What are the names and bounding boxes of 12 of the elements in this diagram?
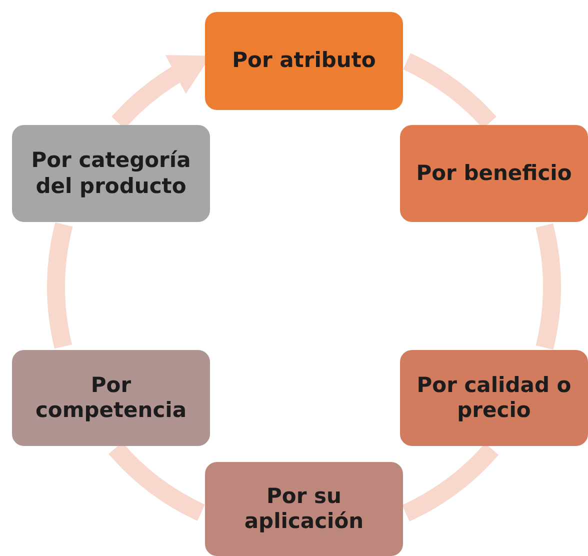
step-label: Por categoría del producto (30, 148, 192, 199)
cycle-step-box (205, 12, 403, 110)
cycle-step-box (400, 125, 588, 222)
cycle-step-box (400, 350, 588, 446)
step-label: Por calidad o precio (416, 372, 572, 424)
step-label: Por su aplicación (243, 484, 365, 534)
step-label: Por competencia (34, 372, 188, 424)
cycle-step-box (205, 462, 403, 556)
cycle-step-box (12, 125, 210, 222)
step-label: Por atributo (232, 48, 376, 74)
cycle-step-box (12, 350, 210, 446)
step-label: Por beneficio (416, 160, 572, 186)
